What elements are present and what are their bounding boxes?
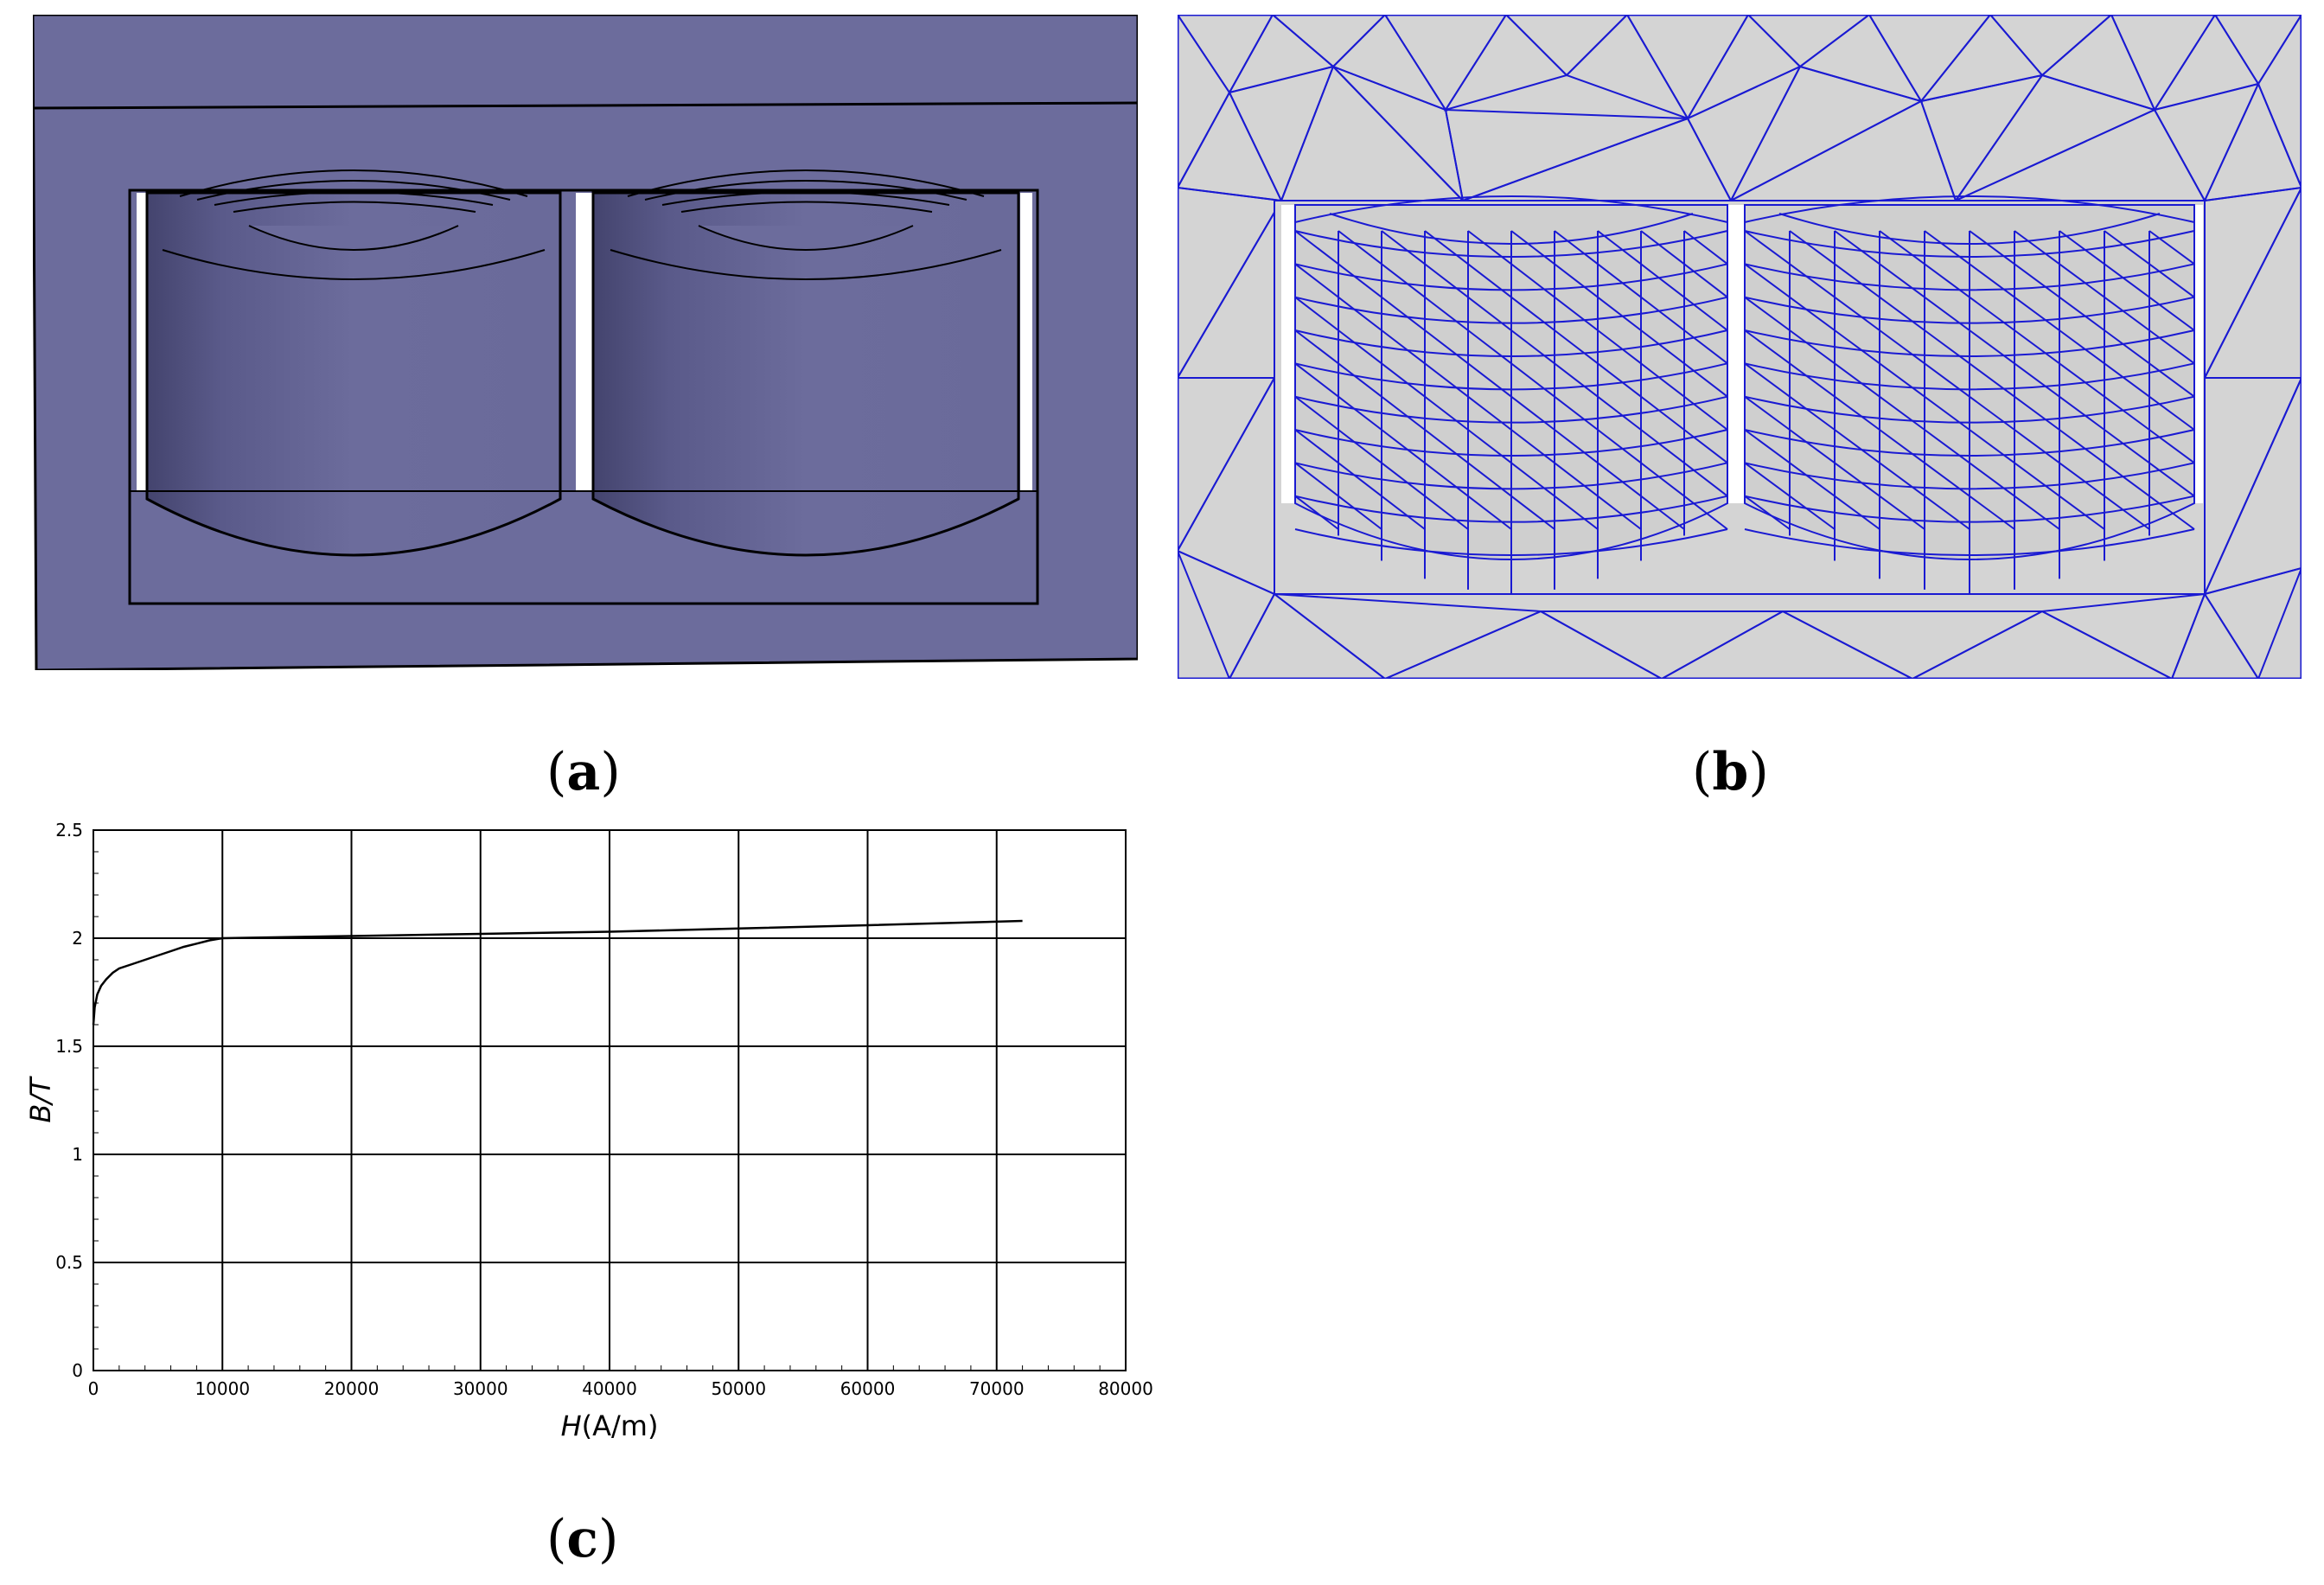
- y-axis-label: B/T: [24, 1076, 57, 1123]
- y-tick-label: 1.5: [55, 1036, 83, 1057]
- x-tick-label: 80000: [1098, 1378, 1153, 1399]
- panel-label-c: (c): [546, 1509, 619, 1569]
- panel-label-b: (b): [1692, 742, 1769, 802]
- transformer-solid-model: [31, 13, 1140, 672]
- y-tick-label: 2.5: [55, 820, 83, 840]
- x-tick-label: 20000: [324, 1378, 380, 1399]
- y-tick-label: 0.5: [55, 1252, 83, 1273]
- x-tick-label: 60000: [840, 1378, 896, 1399]
- bh-curve-chart: 0 10000 20000 30000 40000 50000 60000 70000 8000…: [0, 808, 1159, 1483]
- x-tick-label: 30000: [453, 1378, 508, 1399]
- x-tick-label: 40000: [582, 1378, 637, 1399]
- x-axis-label: H(A/m): [561, 1409, 659, 1442]
- x-tick-label: 50000: [711, 1378, 766, 1399]
- panel-label-a: (a): [546, 742, 621, 802]
- coil-left: [145, 169, 562, 557]
- x-tick-label: 0: [88, 1378, 99, 1399]
- bh-curve-line: [92, 919, 1023, 1026]
- y-tick-label: 2: [72, 928, 83, 949]
- x-tick-label: 10000: [195, 1378, 250, 1399]
- y-tick-label: 1: [72, 1144, 83, 1165]
- x-tick-label: 70000: [969, 1378, 1025, 1399]
- coil-right: [591, 169, 1020, 557]
- core-yoke-line: [32, 101, 1139, 110]
- transformer-mesh-model: [1176, 11, 2303, 681]
- y-tick-label: 0: [72, 1360, 83, 1381]
